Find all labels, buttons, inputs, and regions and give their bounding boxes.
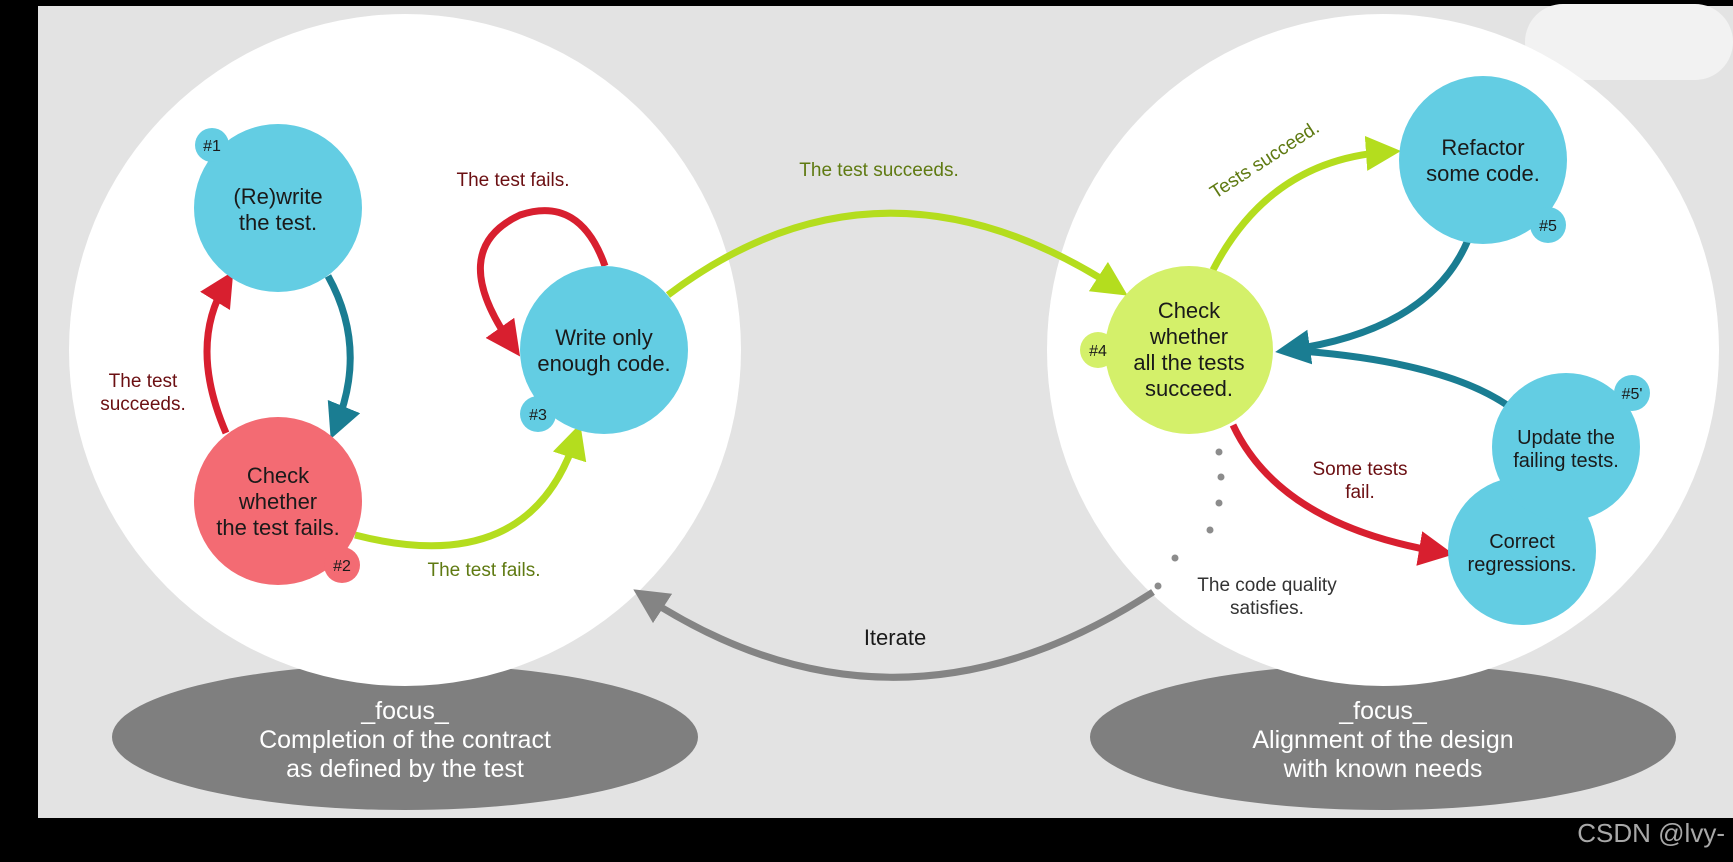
label-test-succeeds-left-1: The test [109, 371, 178, 392]
badge-4 [1080, 332, 1116, 368]
arrow-test-fails-loop [477, 207, 609, 357]
node-4-line3: all the tests [1133, 350, 1244, 375]
badge-4-label: #4 [1089, 343, 1107, 360]
badge-3 [520, 396, 556, 432]
label-some-tests-fail-1: Some tests [1312, 459, 1407, 480]
badge-2-label: #2 [333, 558, 351, 575]
node-1-line2: the test. [239, 210, 317, 235]
node-5-line1: Refactor [1441, 135, 1524, 160]
label-code-quality-2: satisfies. [1230, 598, 1304, 619]
badge-5-label: #5 [1539, 218, 1557, 235]
right-focus-title: _focus_ [1338, 697, 1428, 725]
left-focus-line2: as defined by the test [286, 755, 524, 783]
node-refactor: Refactor some code. #5 [1399, 76, 1567, 244]
left-focus-ellipse [112, 664, 698, 810]
node-6-line2: regressions. [1468, 554, 1577, 576]
label-test-fails-bottom: The test fails. [428, 560, 541, 581]
node-2-line1: Check [247, 463, 310, 488]
left-focus-title: _focus_ [360, 697, 450, 725]
node-check-test-fails: Check whether the test fails. #2 [194, 417, 362, 585]
watermark-text: CSDN @lvy- [1577, 818, 1725, 848]
right-focus-line2: with known needs [1283, 755, 1483, 783]
badge-5p [1614, 375, 1650, 411]
arrow-n3-to-n4 [665, 209, 1128, 298]
label-some-tests-fail-2: fail. [1345, 482, 1375, 503]
node-write-code: Write only enough code. #3 [520, 266, 688, 434]
node-rewrite-test: (Re)write the test. #1 [194, 124, 362, 292]
node-5p-line1: Update the [1517, 427, 1615, 449]
right-focus-line1: Alignment of the design [1252, 726, 1513, 754]
arrow-n2-to-n3 [354, 423, 587, 550]
label-test-succeeds-left-2: succeeds. [100, 394, 186, 415]
right-focus-ellipse [1090, 664, 1676, 810]
left-focus-line1: Completion of the contract [259, 726, 551, 754]
badge-5 [1530, 207, 1566, 243]
node-6-line1: Correct [1489, 531, 1555, 553]
node-2-line3: the test fails. [216, 515, 340, 540]
badge-1-label: #1 [203, 138, 221, 155]
arrow-n5-to-n4 [1275, 238, 1472, 365]
node-update-failing-tests: Update the failing tests. #5' [1492, 373, 1650, 521]
arrow-n5p-to-n4 [1286, 346, 1509, 408]
arrow-n1-to-n2 [324, 274, 361, 439]
node-4-line4: succeed. [1145, 376, 1233, 401]
node-3-line2: enough code. [537, 351, 670, 376]
label-iterate: Iterate [864, 625, 926, 650]
badge-3-label: #3 [529, 407, 547, 424]
badge-1 [195, 128, 229, 162]
node-4-line1: Check [1158, 298, 1221, 323]
node-5p-line2: failing tests. [1513, 450, 1619, 472]
label-test-succeeds-top: The test succeeds. [799, 160, 958, 181]
label-test-fails-loop: The test fails. [457, 170, 570, 191]
node-5-line2: some code. [1426, 161, 1540, 186]
arrow-iterate [633, 589, 1155, 681]
arrow-test-succeeds-to-n1 [200, 271, 234, 435]
node-1-line1: (Re)write [233, 184, 322, 209]
node-3-line1: Write only [555, 325, 652, 350]
arrow-n4-to-n6 [1229, 423, 1454, 566]
node-4-line2: whether [1149, 324, 1228, 349]
label-code-quality-1: The code quality [1197, 575, 1337, 596]
badge-5p-label: #5' [1622, 386, 1643, 403]
node-check-all-tests: Check whether all the tests succeed. #4 [1080, 266, 1273, 434]
node-2-line2: whether [238, 489, 317, 514]
badge-2 [324, 547, 360, 583]
arrow-n4-to-n5 [1209, 135, 1401, 272]
code-quality-dots [1154, 448, 1225, 590]
top-right-blur [1525, 4, 1733, 80]
